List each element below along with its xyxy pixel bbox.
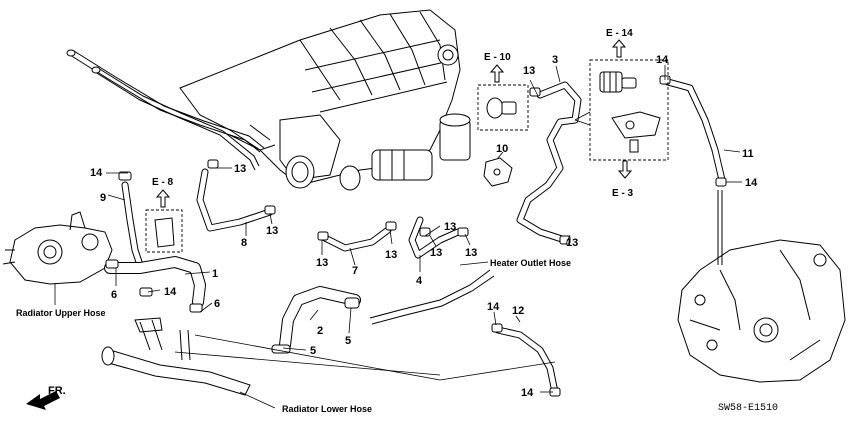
- part-number-8: 8: [241, 237, 247, 249]
- engine-assembly: [179, 9, 471, 191]
- part-number-13: 13: [523, 65, 535, 77]
- part-number-11: 11: [742, 148, 754, 160]
- part-number-14: 14: [521, 387, 534, 399]
- part-number-3: 3: [552, 54, 558, 66]
- part-number-13: 13: [430, 247, 442, 259]
- clamps: [105, 75, 727, 397]
- part-number-14: 14: [487, 301, 500, 313]
- part-number-12: 12: [512, 305, 524, 317]
- part-number-6-a: 6: [111, 289, 117, 301]
- part-number-14: 14: [745, 177, 758, 189]
- part-number-13: 13: [385, 249, 397, 261]
- leader-lines: [54, 65, 742, 409]
- part-number-9: 9: [100, 192, 106, 204]
- detail-parts: [145, 59, 669, 253]
- part-number-13: 13: [234, 163, 246, 175]
- part-number-13: 13: [266, 225, 278, 237]
- reference-arrows: [155, 39, 633, 208]
- part-number-13: 13: [444, 221, 456, 233]
- part-number-13: 13: [316, 257, 328, 269]
- engine-block-right: [677, 239, 846, 383]
- diagram-code: SW58-E1510: [718, 403, 778, 414]
- labels: 1 2 3 4 5 5 6 6 7 8 9 10 11 12 13 13 13 …: [16, 28, 778, 414]
- part-number-1: 1: [212, 268, 218, 280]
- part-number-2: 2: [317, 325, 323, 337]
- ref-e-10: E - 10: [484, 52, 511, 63]
- front-direction-arrow-icon: [26, 391, 60, 410]
- ref-e-8: E - 8: [152, 177, 174, 188]
- thermostat-housing: [2, 211, 113, 285]
- part-number-13: 13: [465, 247, 477, 259]
- part-number-6-b: 6: [214, 298, 220, 310]
- part-number-5-b: 5: [345, 335, 351, 347]
- hoses: [101, 78, 726, 396]
- ref-e-3: E - 3: [612, 188, 634, 199]
- front-direction-label: FR.: [48, 385, 66, 397]
- part-number-10: 10: [496, 143, 508, 155]
- part-number-14: 14: [90, 167, 103, 179]
- part-number-14: 14: [656, 54, 669, 66]
- part-number-13: 13: [566, 237, 578, 249]
- part-number-4: 4: [416, 275, 423, 287]
- callout-radiator-lower-hose: Radiator Lower Hose: [282, 404, 372, 414]
- ref-e-14: E - 14: [606, 28, 633, 39]
- callout-radiator-upper-hose: Radiator Upper Hose: [16, 308, 106, 318]
- coolant-pipes: [66, 49, 265, 171]
- part-number-14: 14: [164, 286, 177, 298]
- part-number-7: 7: [352, 265, 358, 277]
- part-number-5: 5: [310, 345, 316, 357]
- callout-heater-outlet-hose: Heater Outlet Hose: [490, 258, 571, 268]
